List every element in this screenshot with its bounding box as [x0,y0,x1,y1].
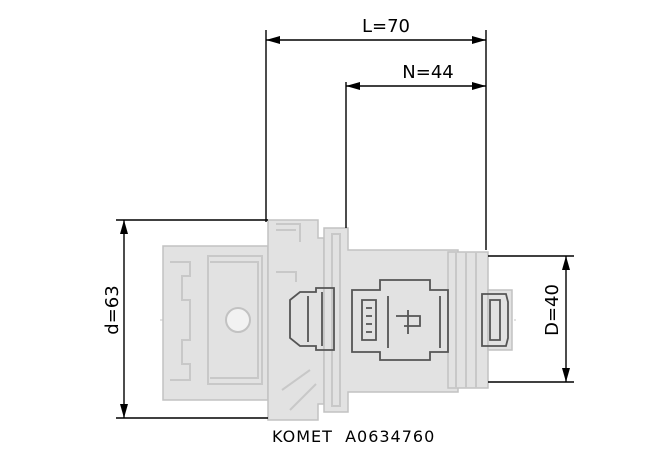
dimension-L: L=70 [265,16,487,250]
shank-slots [170,255,263,385]
collar-ring [331,233,341,407]
cartridge-detail [361,296,441,348]
part-caption: KOMET A0634760 [272,427,435,446]
ring-lines [455,252,477,388]
collar [323,227,459,413]
dimension-L-label: L=70 [362,16,410,37]
dimension-D: D=40 [488,255,574,383]
cartridge [351,279,449,361]
flange-detail [276,223,317,411]
clamp-screw [289,287,335,351]
internal-mechanism [289,279,509,361]
dimension-N-label: N=44 [402,62,453,83]
shank [162,245,269,401]
dimension-N: N=44 [345,62,486,228]
flange [267,219,325,421]
shank-hole [225,307,251,333]
dimension-d: d=63 [102,219,268,419]
tool-holder-part [160,219,520,421]
dimension-D-label: D=40 [542,284,563,336]
insert [481,293,509,347]
dimension-d-label: d=63 [102,285,123,334]
